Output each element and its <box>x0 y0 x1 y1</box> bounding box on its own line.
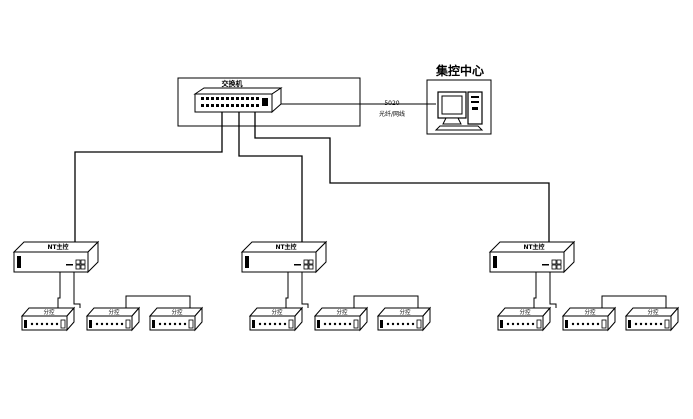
sub-controller-label: 分控 <box>519 308 531 316</box>
nt-controller-label: NT主控 <box>47 243 68 251</box>
group-wiring <box>57 272 191 308</box>
sub-controller-label: 分控 <box>108 308 120 316</box>
group-wiring <box>533 272 667 308</box>
link-speed: 5020 <box>384 100 399 107</box>
control-center-box <box>426 79 492 135</box>
sub-controller-label: 分控 <box>647 308 659 316</box>
switch-label: 交换机 <box>222 79 243 88</box>
switch-enclosure <box>177 77 361 127</box>
link-medium: 光纤/网线 <box>379 110 405 118</box>
switch-device <box>193 87 283 114</box>
trunk-lines <box>74 112 550 254</box>
group-wiring <box>285 272 419 308</box>
sub-controller-label: 分控 <box>336 308 348 316</box>
control-center-title: 集控中心 <box>435 63 484 78</box>
sub-controller-label: 分控 <box>171 308 183 316</box>
nt-controller-label: NT主控 <box>275 243 296 251</box>
nt-controller-label: NT主控 <box>523 243 544 251</box>
sub-controller-label: 分控 <box>271 308 283 316</box>
computer-icon <box>434 91 484 131</box>
sub-controller-label: 分控 <box>43 308 55 316</box>
sub-controller-label: 分控 <box>399 308 411 316</box>
sub-controller-label: 分控 <box>584 308 596 316</box>
